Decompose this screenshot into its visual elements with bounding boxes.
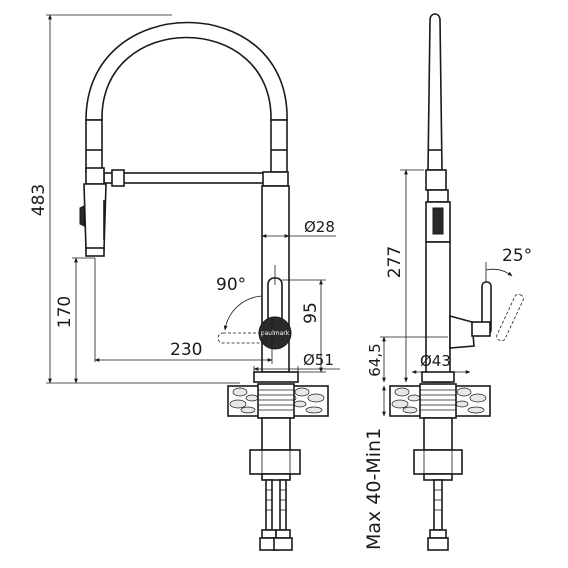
faucet-body: [262, 171, 289, 187]
brand-label: paulmark: [261, 330, 290, 337]
spring-hose: [85, 21, 288, 121]
angle-arc-25: [485, 268, 513, 277]
front-view: 483 170 Ø28 pau: [29, 14, 340, 551]
dim-95-label: 95: [301, 302, 321, 324]
side-supply-hose: [427, 479, 449, 551]
dim-483-label: 483: [29, 184, 49, 216]
dim-d28-label: Ø28: [304, 218, 335, 236]
worktop-thickness-label: Max 40-Min1: [363, 428, 385, 550]
pull-out-head: [79, 167, 107, 257]
spout-arm: [103, 172, 273, 184]
dim-170-label: 170: [55, 296, 75, 328]
dim-64-5-label: 64,5: [366, 343, 384, 376]
rotation-arc-90: [223, 295, 263, 331]
side-hose: [427, 13, 443, 171]
fixing-nut: [249, 449, 301, 475]
dim-277-label: 277: [385, 246, 405, 278]
dim-25-label: 25°: [502, 246, 532, 266]
dim-90-label: 90°: [216, 275, 246, 295]
dim-230-label: 230: [170, 340, 202, 360]
faucet-base: [253, 371, 299, 383]
side-view: 277 25° Ø43 64,5: [363, 13, 532, 551]
supply-hoses: [259, 479, 293, 551]
dim-d43-label: Ø43: [420, 352, 451, 370]
dim-d51-label: Ø51: [303, 351, 334, 369]
